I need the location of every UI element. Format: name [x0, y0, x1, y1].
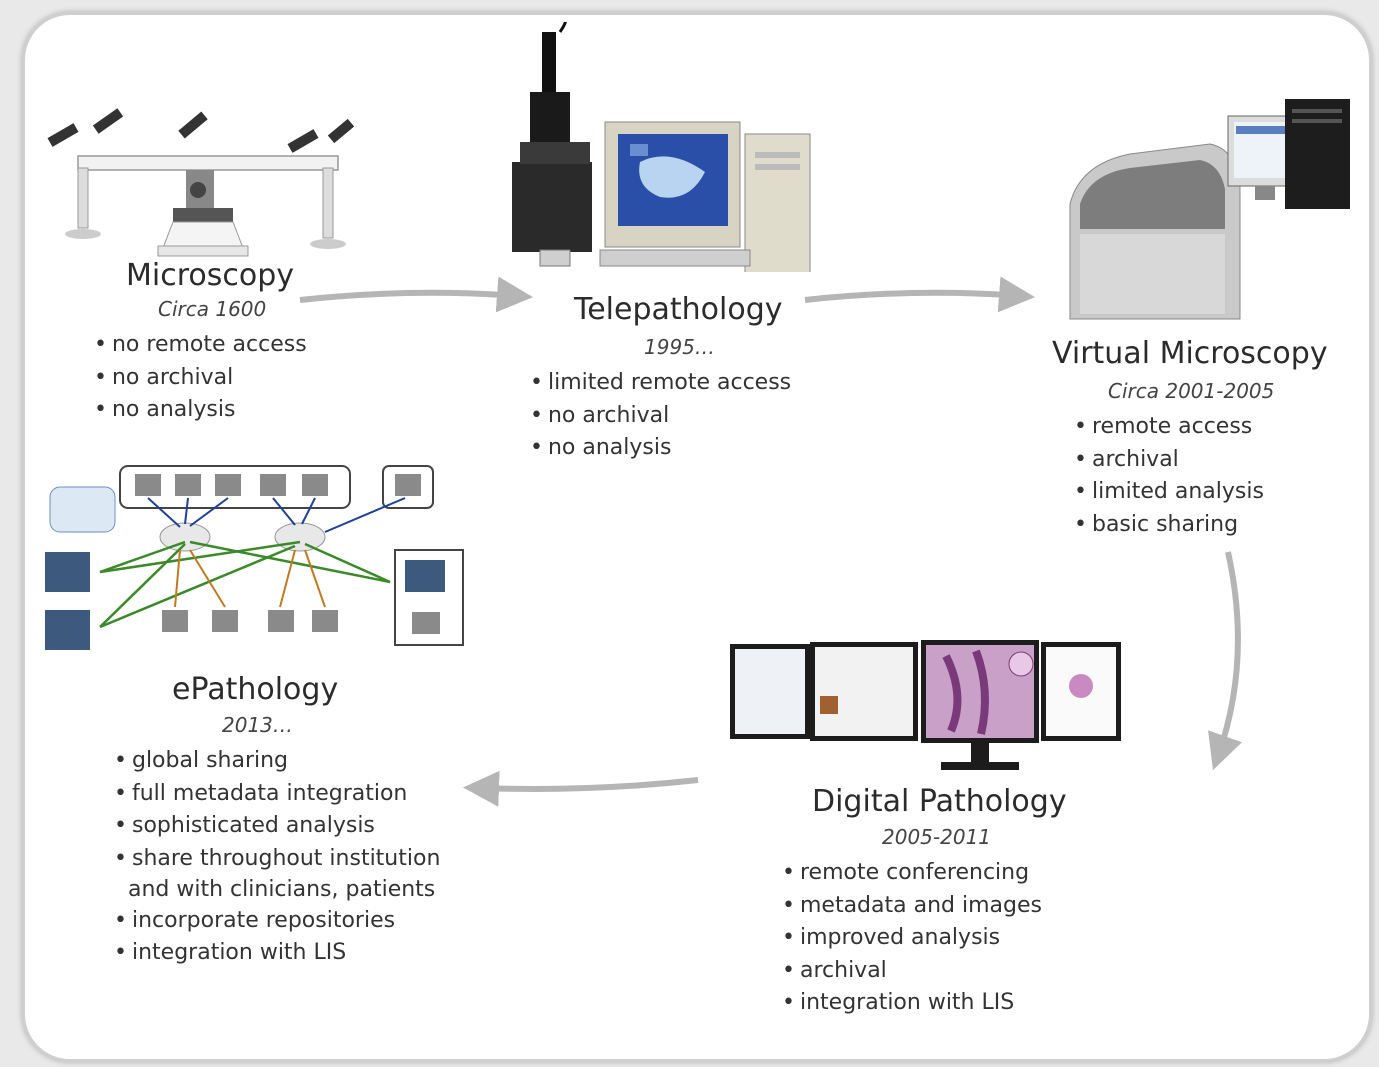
- stage-digital-pathology: Digital Pathology 2005-2011 remote confe…: [782, 784, 1067, 1020]
- stage-era: Circa 2001-2005: [1108, 379, 1275, 403]
- bullet-item: incorporate repositories: [114, 905, 454, 938]
- bullet-item: integration with LIS: [782, 987, 1067, 1020]
- bullet-item: no analysis: [94, 394, 307, 427]
- bullet-item: improved analysis: [782, 922, 1067, 955]
- bullet-item: global sharing: [114, 745, 454, 778]
- bullet-item: limited remote access: [530, 367, 791, 400]
- bullet-item: sophisticated analysis: [114, 810, 454, 843]
- bullet-list: remote conferencing metadata and images …: [782, 857, 1067, 1020]
- bullet-item: archival: [1074, 444, 1328, 477]
- bullet-item: no remote access: [94, 329, 307, 362]
- stage-era: 1995…: [644, 335, 715, 359]
- bullet-item: limited analysis: [1074, 476, 1328, 509]
- arrow-digital-to-epathology: [463, 770, 699, 807]
- stage-era: Circa 1600: [158, 297, 267, 321]
- bullet-item: share throughout institution and with cl…: [114, 843, 454, 905]
- stage-telepathology: Telepathology 1995… limited remote acces…: [530, 292, 791, 465]
- bullet-list: remote access archival limited analysis …: [1074, 411, 1328, 541]
- stage-title: Virtual Microscopy: [1052, 336, 1328, 371]
- stage-title: ePathology: [172, 672, 339, 707]
- microscope-illustration: [47, 108, 355, 257]
- bullet-item: no archival: [530, 400, 791, 433]
- bullet-list: limited remote access no archival no ana…: [530, 367, 791, 465]
- epathology-network-illustration: [45, 465, 464, 650]
- arrow-telepathology-to-virtual: [804, 276, 1035, 313]
- bullet-item: basic sharing: [1074, 509, 1328, 542]
- slide-scanner-illustration: [1069, 99, 1350, 320]
- stage-title: Telepathology: [574, 292, 783, 327]
- arrow-microscopy-to-telepathology: [299, 276, 533, 313]
- bullet-item: full metadata integration: [114, 778, 454, 811]
- bullet-list: global sharing full metadata integration…: [114, 745, 454, 970]
- bullet-item: remote access: [1074, 411, 1328, 444]
- bullet-item: no analysis: [530, 432, 791, 465]
- bullet-item: metadata and images: [782, 890, 1067, 923]
- stage-title: Digital Pathology: [812, 784, 1067, 819]
- stage-era: 2013…: [222, 713, 293, 737]
- telepathology-workstation-illustration: [512, 22, 811, 272]
- stage-virtual-microscopy: Virtual Microscopy Circa 2001-2005 remot…: [1052, 336, 1328, 541]
- bullet-list: no remote access no archival no analysis: [94, 329, 307, 427]
- bullet-item: archival: [782, 955, 1067, 988]
- stage-era: 2005-2011: [882, 825, 992, 849]
- bullet-item: remote conferencing: [782, 857, 1067, 890]
- stage-microscopy: Microscopy Circa 1600 no remote access n…: [94, 258, 307, 427]
- stage-title: Microscopy: [126, 258, 295, 293]
- stage-epathology: ePathology 2013… global sharing full met…: [114, 672, 454, 970]
- digital-pathology-monitors-illustration: [730, 640, 1121, 770]
- arrow-virtual-to-digital: [1208, 551, 1242, 771]
- bullet-item: no archival: [94, 362, 307, 395]
- bullet-item: integration with LIS: [114, 937, 454, 970]
